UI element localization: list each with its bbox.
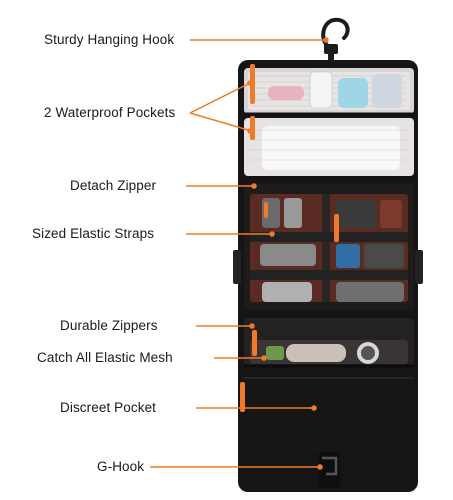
g-hook-icon	[318, 452, 340, 488]
callout-lines	[150, 37, 329, 470]
callout-g-hook: G-Hook	[97, 459, 145, 474]
discreet-pocket	[240, 370, 414, 452]
waterproof-pocket-bottom	[244, 118, 414, 180]
callout-durable-zippers: Durable Zippers	[60, 318, 158, 333]
waterproof-pocket-top	[244, 68, 414, 116]
callout-discreet-pocket: Discreet Pocket	[60, 400, 157, 415]
hanging-hook-icon	[321, 17, 350, 62]
elastic-strap-compartment	[244, 184, 414, 310]
callout-elastic-straps: Sized Elastic Straps	[32, 226, 155, 241]
callout-elastic-mesh: Catch All Elastic Mesh	[37, 350, 173, 365]
callout-hanging-hook: Sturdy Hanging Hook	[44, 32, 175, 47]
callout-waterproof-pockets: 2 Waterproof Pockets	[44, 105, 176, 120]
callout-detach-zipper: Detach Zipper	[70, 178, 157, 193]
elastic-mesh-pocket	[244, 318, 414, 368]
